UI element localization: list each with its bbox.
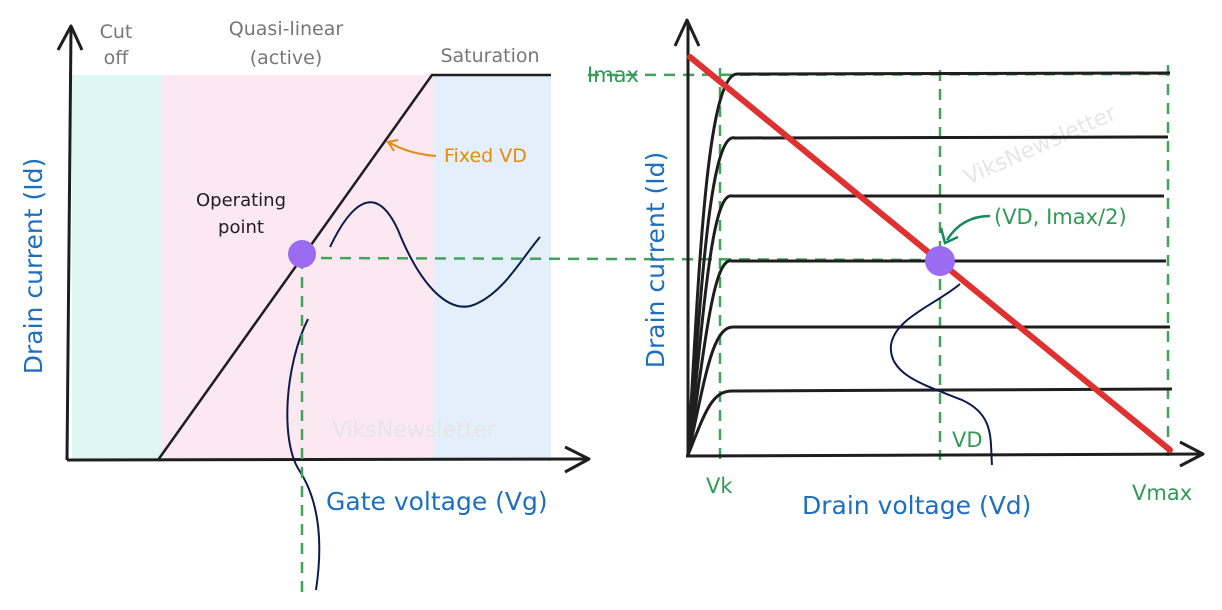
- output-curves: [686, 71, 1173, 456]
- output-current-signal: [329, 201, 541, 308]
- output-curve: [686, 325, 1170, 456]
- right-x-axis: [685, 452, 1202, 458]
- right-x-axis-label: Drain voltage (Vd): [802, 491, 1031, 520]
- output-curve: [686, 387, 1173, 456]
- cutoff-label-line1: Cut: [100, 21, 133, 43]
- cutoff-region: [72, 75, 161, 460]
- vk-label: Vk: [706, 474, 733, 498]
- fixed-vd-arrowhead: [386, 139, 399, 152]
- output-curve: [686, 71, 1171, 456]
- operating-point-coordinate-label: (VD, Imax/2): [994, 205, 1127, 229]
- left-y-axis-arrowhead: [56, 24, 84, 51]
- left-y-axis: [65, 27, 73, 461]
- output-curve: [686, 259, 1166, 456]
- right-output-plot: ViksNewsletter Imax Vk VD Vmax (VD, Imax…: [587, 18, 1205, 520]
- vmax-label: Vmax: [1132, 481, 1192, 505]
- imax-label: Imax: [587, 63, 639, 87]
- point-annotation-arrow: [945, 214, 991, 241]
- right-watermark: ViksNewsletter: [960, 101, 1121, 191]
- drain-voltage-signal: [889, 283, 993, 466]
- left-x-axis-label: Gate voltage (Vg): [326, 487, 548, 516]
- transfer-curve: [156, 73, 551, 461]
- left-y-axis-label: Drain current (Id): [19, 158, 48, 374]
- input-gate-signal: [286, 318, 321, 591]
- left-transfer-plot: Cut off Quasi-linear (active) Saturation…: [19, 18, 591, 591]
- right-y-axis-label: Drain current (Id): [641, 152, 670, 368]
- left-x-axis-arrowhead: [564, 445, 591, 474]
- saturation-label: Saturation: [440, 45, 539, 67]
- active-label-line2: (active): [250, 47, 323, 69]
- saturation-region: [433, 75, 551, 460]
- right-operating-point: [925, 246, 955, 276]
- active-label-line1: Quasi-linear: [229, 18, 344, 40]
- vd-label: VD: [952, 428, 983, 452]
- output-curve: [686, 135, 1169, 456]
- point-annotation-arrowhead: [939, 227, 959, 245]
- operating-point-label-line2: point: [218, 217, 264, 238]
- right-x-axis-arrowhead: [1179, 440, 1205, 468]
- left-watermark: ViksNewsletter: [332, 418, 497, 443]
- left-operating-point: [288, 240, 316, 268]
- left-x-axis: [66, 457, 588, 462]
- operating-point-label-line1: Operating: [196, 190, 286, 211]
- right-y-axis-arrowhead: [673, 18, 701, 47]
- fixed-vd-arrow: [389, 142, 437, 157]
- output-curve: [686, 194, 1164, 456]
- fixed-vd-label: Fixed VD: [444, 145, 527, 167]
- cutoff-label-line2: off: [104, 47, 130, 69]
